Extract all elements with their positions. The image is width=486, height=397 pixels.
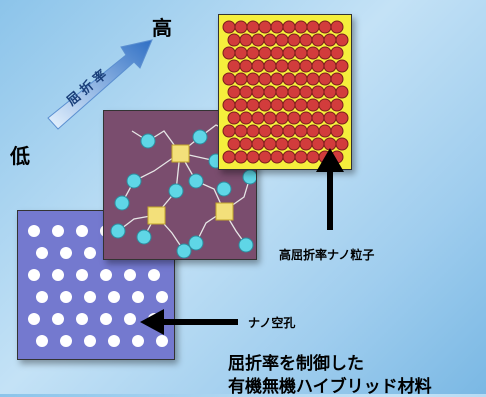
nanopore: [108, 291, 120, 303]
nanoparticle-sphere: [176, 243, 192, 259]
nanoparticle: [335, 111, 349, 125]
nanoparticle: [335, 85, 349, 99]
caption-line-1: 屈折率を制御した: [228, 354, 364, 374]
nanopore: [60, 335, 72, 347]
nanoparticle-sphere: [216, 181, 232, 197]
nanopore: [84, 291, 96, 303]
nanoparticle: [330, 46, 344, 60]
nanopore: [76, 313, 88, 325]
nanoparticle-sphere: [168, 183, 184, 199]
nanopore: [28, 313, 40, 325]
nanoparticle: [330, 98, 344, 112]
nanopore: [100, 269, 112, 281]
nanopore: [76, 225, 88, 237]
nanoparticle-sphere: [126, 173, 142, 189]
nanopore: [148, 269, 160, 281]
nanopore-grid: [28, 225, 168, 347]
nanoparticle: [330, 20, 344, 34]
nanoparticle-sphere: [188, 173, 204, 189]
nanoparticle-sphere: [242, 169, 256, 185]
left-arrow-icon: [140, 309, 164, 335]
nanopore: [36, 291, 48, 303]
nanoparticle-sphere: [140, 133, 156, 149]
up-arrow-icon: [316, 148, 344, 172]
nanopore: [36, 335, 48, 347]
nanoparticle-panel: [218, 14, 352, 170]
nanoparticle: [335, 137, 349, 151]
nanoparticle: [330, 124, 344, 138]
nanoparticle-sphere: [110, 223, 126, 239]
nanopore: [60, 247, 72, 259]
crosslink-nodes: [147, 144, 234, 225]
nanopore: [60, 291, 72, 303]
nanopore: [52, 313, 64, 325]
nanopore: [36, 247, 48, 259]
nanopore: [52, 225, 64, 237]
caption-line-2: 有機無機ハイブリッド材料: [228, 377, 432, 397]
nanopore: [84, 247, 96, 259]
nanopore: [132, 335, 144, 347]
nanoparticle-sphere: [114, 195, 130, 211]
nanoparticle: [330, 72, 344, 86]
nanopore: [76, 269, 88, 281]
nanopore-label: ナノ空孔: [248, 316, 296, 330]
nanopore: [52, 269, 64, 281]
nanopore: [156, 335, 168, 347]
high-index-nanoparticle-grid: [222, 20, 349, 164]
nanopore: [28, 269, 40, 281]
nanopore: [124, 313, 136, 325]
low-label: 低: [10, 144, 30, 168]
high-label: 高: [152, 16, 172, 40]
nanoparticle-sphere: [238, 237, 254, 253]
nanopore: [28, 225, 40, 237]
nanoparticle-sphere: [188, 235, 204, 251]
nanoparticle-sphere: [136, 229, 152, 245]
nanopore: [84, 335, 96, 347]
nanopore: [100, 313, 112, 325]
nanoparticle: [335, 33, 349, 47]
nanopore: [124, 269, 136, 281]
nanopore: [156, 291, 168, 303]
nanopore: [132, 291, 144, 303]
nanoparticle-sphere: [192, 129, 208, 145]
nanoparticle: [335, 59, 349, 73]
nanoparticle-label: 高屈折率ナノ粒子: [279, 248, 375, 262]
nanopore: [108, 335, 120, 347]
